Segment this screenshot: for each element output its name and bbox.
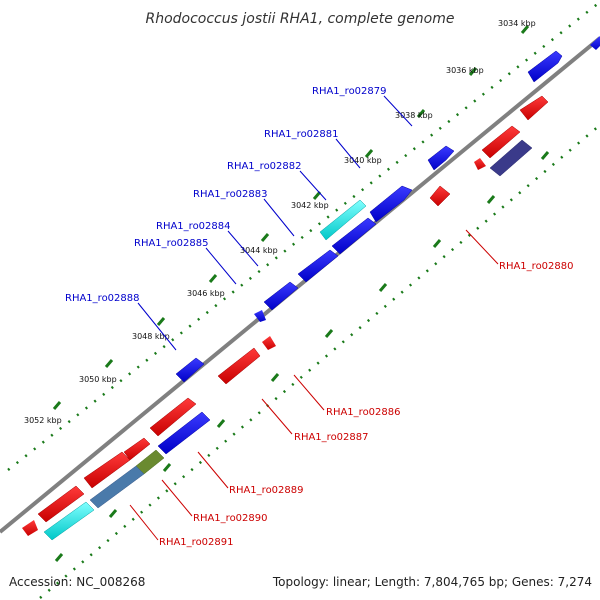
gene-arrow <box>474 158 486 170</box>
gene-label-ro02891[interactable]: RHA1_ro02891 <box>159 537 234 548</box>
gene-arrow <box>489 139 533 177</box>
gene-label-ro02879[interactable]: RHA1_ro02879 <box>312 86 387 97</box>
gene-arrow <box>123 437 151 461</box>
scale-labels: 3034 kbp 3036 kbp 3038 kbp 3040 kbp 3042… <box>24 19 536 425</box>
forward-gene-labels: RHA1_ro02879 RHA1_ro02881 RHA1_ro02882 R… <box>65 86 387 304</box>
gene-label-ro02888[interactable]: RHA1_ro02888 <box>65 293 140 304</box>
reverse-gene-labels: RHA1_ro02880 RHA1_ro02886 RHA1_ro02887 R… <box>159 261 574 548</box>
gene-label-ro02890[interactable]: RHA1_ro02890 <box>193 513 268 524</box>
gene-arrow <box>22 520 38 536</box>
gene-arrow <box>527 50 563 83</box>
map-title: Rhodococcus jostii RHA1, complete genome <box>145 11 454 27</box>
genome-summary-text: Topology: linear; Length: 7,804,765 bp; … <box>272 575 592 589</box>
gene-arrow <box>331 217 377 255</box>
gene-arrow <box>149 397 197 437</box>
gene-arrow <box>429 185 451 207</box>
scale-label: 3046 kbp <box>187 289 225 298</box>
gene-arrow <box>43 501 95 541</box>
gene-label-ro02886[interactable]: RHA1_ro02886 <box>326 407 401 418</box>
chromosome-backbone <box>0 36 600 534</box>
gene-arrow <box>217 347 261 385</box>
scale-label: 3036 kbp <box>446 66 484 75</box>
gene-arrow <box>590 36 600 50</box>
scale-label: 3042 kbp <box>291 201 329 210</box>
gene-label-ro02883[interactable]: RHA1_ro02883 <box>193 189 268 200</box>
gene-label-ro02887[interactable]: RHA1_ro02887 <box>294 432 369 443</box>
reverse-leader-lines <box>129 229 499 541</box>
gene-arrow <box>263 281 299 311</box>
forward-genes <box>175 36 600 383</box>
gene-arrow <box>37 485 85 523</box>
gene-arrow <box>175 357 205 383</box>
accession-text: Accession: NC_008268 <box>9 575 145 589</box>
scale-label: 3040 kbp <box>344 156 382 165</box>
gene-arrow <box>157 411 211 455</box>
gene-arrow <box>254 310 266 322</box>
gene-label-ro02881[interactable]: RHA1_ro02881 <box>264 129 339 140</box>
gene-arrow <box>89 465 145 509</box>
upper-scale-track <box>7 1 600 471</box>
forward-leader-lines <box>137 95 413 351</box>
gene-label-ro02884[interactable]: RHA1_ro02884 <box>156 221 231 232</box>
gene-arrow <box>427 145 455 171</box>
scale-label: 3048 kbp <box>132 332 170 341</box>
gene-label-ro02885[interactable]: RHA1_ro02885 <box>134 238 209 249</box>
gene-label-ro02882[interactable]: RHA1_ro02882 <box>227 161 302 172</box>
scale-label: 3052 kbp <box>24 416 62 425</box>
gene-arrow <box>519 95 549 121</box>
reverse-genes <box>22 95 549 541</box>
major-ticks <box>52 25 550 562</box>
scale-label: 3044 kbp <box>240 246 278 255</box>
scale-label: 3050 kbp <box>79 375 117 384</box>
gene-arrow <box>369 185 413 223</box>
scale-label: 3034 kbp <box>498 19 536 28</box>
lower-scale-track <box>39 124 600 599</box>
gene-arrow <box>319 199 367 241</box>
gene-arrow <box>262 336 276 350</box>
gene-arrow <box>481 125 521 159</box>
scale-label: 3038 kbp <box>395 111 433 120</box>
gene-label-ro02880[interactable]: RHA1_ro02880 <box>499 261 574 272</box>
gene-label-ro02889[interactable]: RHA1_ro02889 <box>229 485 304 496</box>
gene-arrow <box>297 249 339 283</box>
